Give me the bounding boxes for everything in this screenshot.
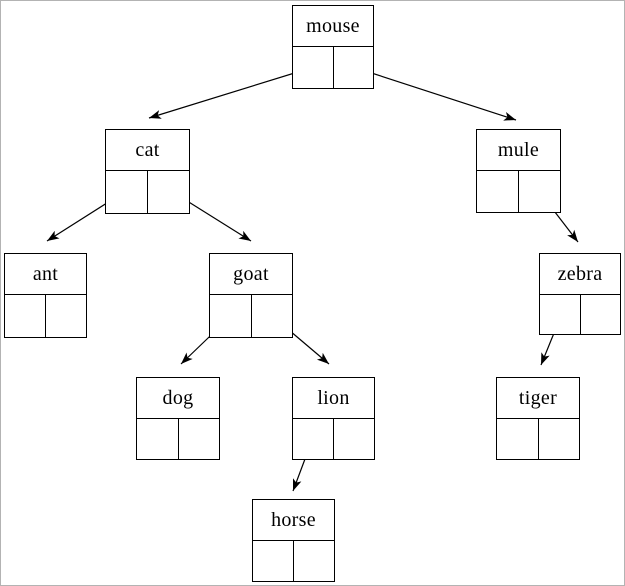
node-label-goat: goat (210, 254, 292, 295)
node-label-zebra: zebra (540, 254, 620, 295)
node-label-mule: mule (477, 130, 560, 171)
tree-node-dog: dog (136, 377, 220, 460)
horse-left-pointer-cell (253, 541, 294, 581)
goat-pointer-row (210, 295, 292, 337)
cat-left-pointer-cell (106, 171, 148, 213)
node-label-ant: ant (5, 254, 86, 295)
tiger-pointer-row (497, 419, 579, 459)
dog-left-pointer-cell (137, 419, 179, 459)
tree-node-zebra: zebra (539, 253, 621, 335)
node-label-horse: horse (253, 500, 334, 541)
goat-right-pointer-cell (252, 295, 293, 337)
node-label-cat: cat (106, 130, 189, 171)
tree-node-mouse: mouse (292, 5, 374, 89)
tree-node-goat: goat (209, 253, 293, 338)
ant-pointer-row (5, 295, 86, 337)
tree-node-tiger: tiger (496, 377, 580, 460)
goat-left-pointer-cell (210, 295, 252, 337)
edge-mouse-cat (148, 66, 315, 119)
mule-pointer-row (477, 171, 560, 212)
tree-node-ant: ant (4, 253, 87, 338)
tree-node-horse: horse (252, 499, 335, 582)
tiger-right-pointer-cell (539, 419, 580, 459)
node-label-mouse: mouse (293, 6, 373, 47)
lion-pointer-row (293, 419, 374, 459)
mouse-left-pointer-cell (293, 47, 334, 88)
zebra-pointer-row (540, 295, 620, 334)
cat-right-pointer-cell (148, 171, 189, 213)
mule-left-pointer-cell (477, 171, 519, 212)
zebra-left-pointer-cell (540, 295, 581, 334)
tree-node-lion: lion (292, 377, 375, 460)
mule-right-pointer-cell (519, 171, 560, 212)
ant-right-pointer-cell (46, 295, 86, 337)
dog-pointer-row (137, 419, 219, 459)
mouse-right-pointer-cell (334, 47, 374, 88)
edge-mouse-mule (352, 66, 517, 121)
node-label-tiger: tiger (497, 378, 579, 419)
tree-node-mule: mule (476, 129, 561, 213)
zebra-right-pointer-cell (581, 295, 621, 334)
node-label-dog: dog (137, 378, 219, 419)
lion-right-pointer-cell (334, 419, 374, 459)
horse-right-pointer-cell (294, 541, 334, 581)
ant-left-pointer-cell (5, 295, 46, 337)
cat-pointer-row (106, 171, 189, 213)
tree-node-cat: cat (105, 129, 190, 214)
node-label-lion: lion (293, 378, 374, 419)
lion-left-pointer-cell (293, 419, 334, 459)
horse-pointer-row (253, 541, 334, 581)
dog-right-pointer-cell (179, 419, 220, 459)
tiger-left-pointer-cell (497, 419, 539, 459)
mouse-pointer-row (293, 47, 373, 88)
